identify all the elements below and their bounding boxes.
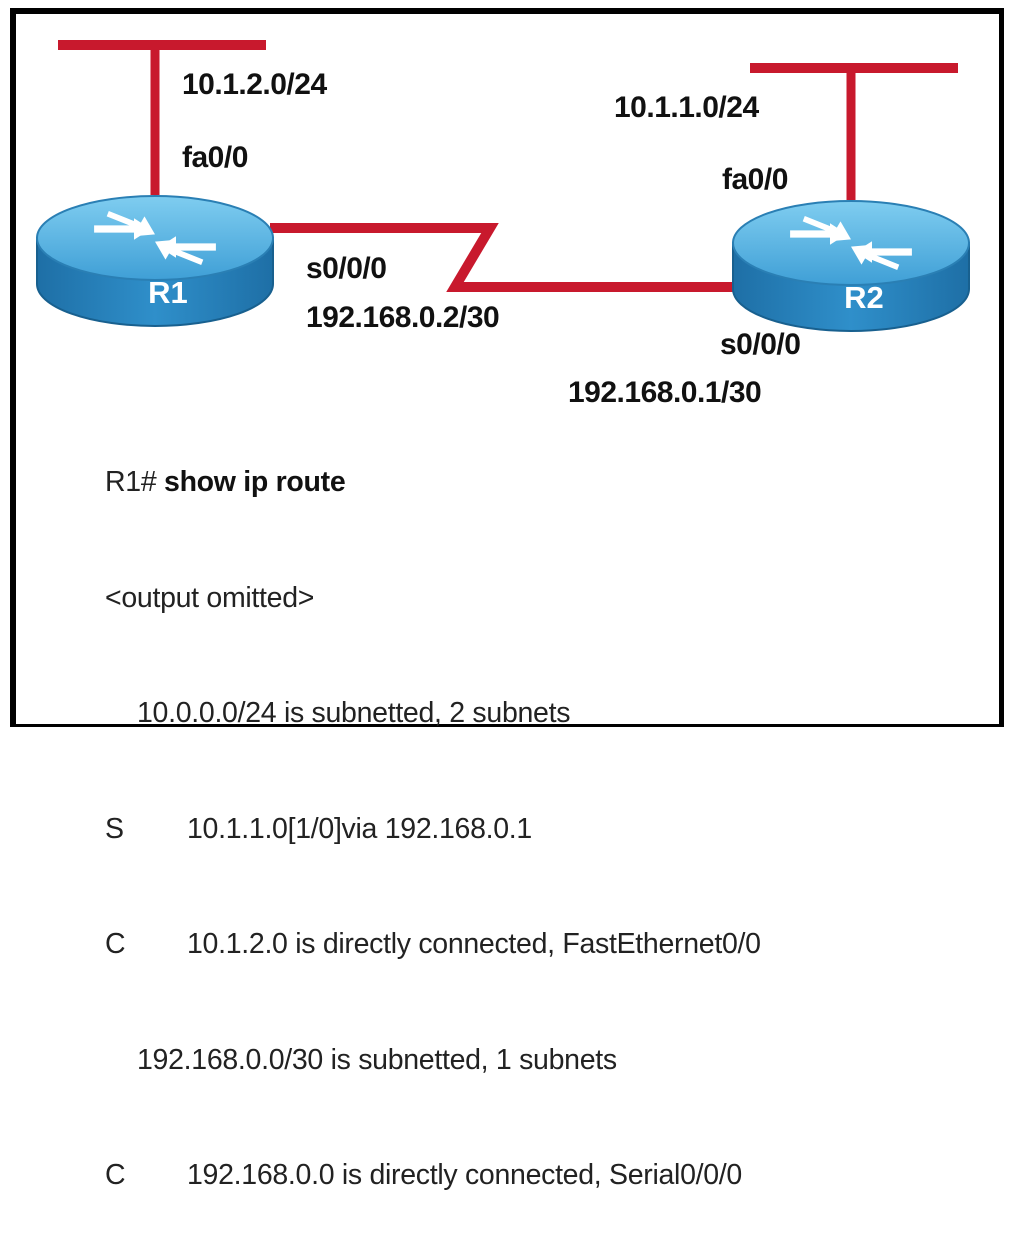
route-code: C [105, 1159, 126, 1191]
show-ip-route-output: R1# show ip route <output omitted> 10.0.… [105, 386, 761, 1233]
topology-diagram: R1 R2 [36, 40, 970, 332]
diagram-frame [10, 8, 1004, 727]
serial-link [270, 223, 735, 292]
router-r1-icon [36, 195, 274, 327]
serial-r2-address-label: 192.168.0.1/30 [568, 376, 762, 409]
route-entry: S 10.1.1.0[1/0]via 192.168.0.1 [105, 810, 761, 849]
router-r1-name: R1 [148, 275, 188, 310]
cli-command: show ip route [164, 466, 346, 498]
route-code: C [105, 928, 126, 960]
serial-r2-interface-label: s0/0/0 [720, 328, 801, 361]
serial-r1-address-label: 192.168.0.2/30 [306, 301, 500, 334]
route-entry: C 192.168.0.0 is directly connected, Seri… [105, 1156, 761, 1195]
route-entry: C 10.1.2.0 is directly connected, FastEth… [105, 925, 761, 964]
route-subnet-header: 10.0.0.0/24 is subnetted, 2 subnets [137, 697, 571, 729]
route-text: 192.168.0.0 is directly connected, Seria… [187, 1159, 742, 1191]
route-text: 10.1.2.0 is directly connected, FastEthe… [187, 928, 761, 960]
route-text: 10.1.1.0[1/0]via 192.168.0.1 [187, 812, 532, 845]
cli-prompt: R1# [105, 466, 165, 498]
cli-command-line: R1# show ip route [105, 463, 761, 502]
serial-r1-interface-label: s0/0/0 [306, 252, 387, 285]
cli-omitted-line: <output omitted> [105, 581, 315, 614]
lan-r2-interface-label: fa0/0 [722, 163, 788, 196]
lan-r1-segment [58, 40, 266, 195]
router-r2-name: R2 [844, 280, 884, 315]
lan-r1-interface-label: fa0/0 [182, 141, 248, 174]
lan-r1-network-label: 10.1.2.0/24 [182, 68, 327, 101]
lan-r2-network-label: 10.1.1.0/24 [614, 91, 759, 124]
route-code: S [105, 812, 124, 845]
router-r2-icon [732, 200, 970, 332]
lan-r2-segment [750, 63, 958, 200]
route-subnet-header: 192.168.0.0/30 is subnetted, 1 subnets [137, 1043, 617, 1076]
